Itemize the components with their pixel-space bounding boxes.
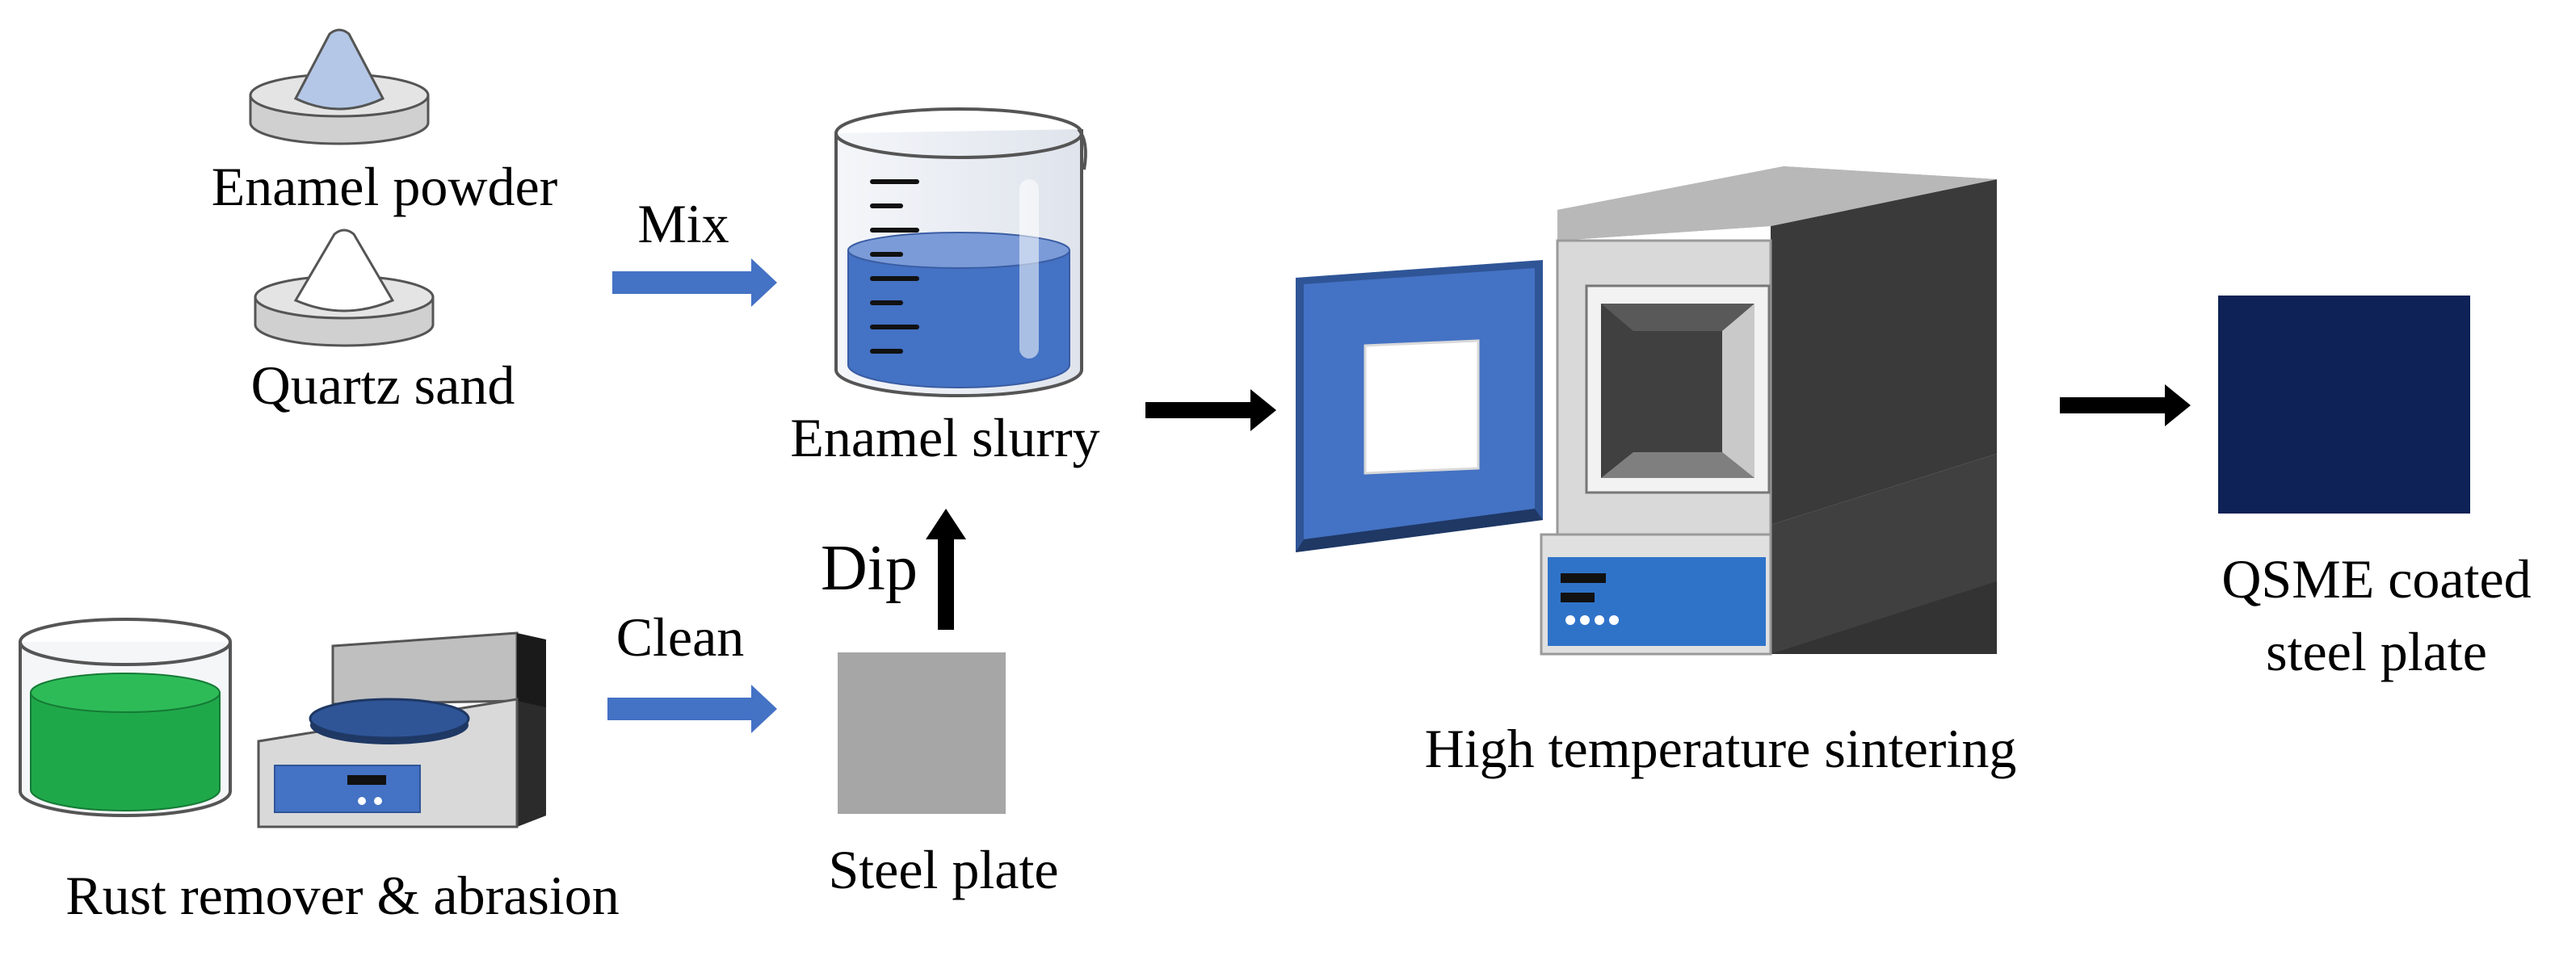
furnace-icon	[1296, 166, 1997, 656]
dip-label: Dip	[821, 533, 918, 604]
product-label-line1: QSME coated	[2221, 548, 2532, 610]
coated-plate-square	[2218, 296, 2470, 514]
enamel-slurry-label: Enamel slurry	[790, 407, 1100, 468]
sintering-label: High temperature sintering	[1424, 718, 2017, 779]
rust-remover-beaker-icon	[19, 618, 232, 817]
steel-plate-label: Steel plate	[828, 839, 1059, 900]
mix-label: Mix	[637, 193, 729, 254]
quartz-sand-label: Quartz sand	[250, 354, 515, 416]
enamel-powder-pile-icon	[249, 28, 430, 145]
steel-plate-square	[838, 652, 1006, 814]
quartz-sand-pile-icon	[254, 229, 435, 347]
to-furnace-arrow	[1145, 389, 1276, 431]
dip-arrow	[926, 509, 966, 630]
clean-label: Clean	[616, 606, 745, 668]
product-label-line2: steel plate	[2266, 621, 2487, 682]
enamel-powder-label: Enamel powder	[211, 156, 558, 217]
clean-arrow	[607, 685, 777, 733]
rust-remover-label: Rust remover & abrasion	[65, 865, 620, 926]
to-product-arrow	[2060, 384, 2191, 426]
beaker-icon	[834, 107, 1087, 397]
mix-arrow	[612, 258, 777, 307]
grinder-machine-icon	[257, 631, 546, 828]
